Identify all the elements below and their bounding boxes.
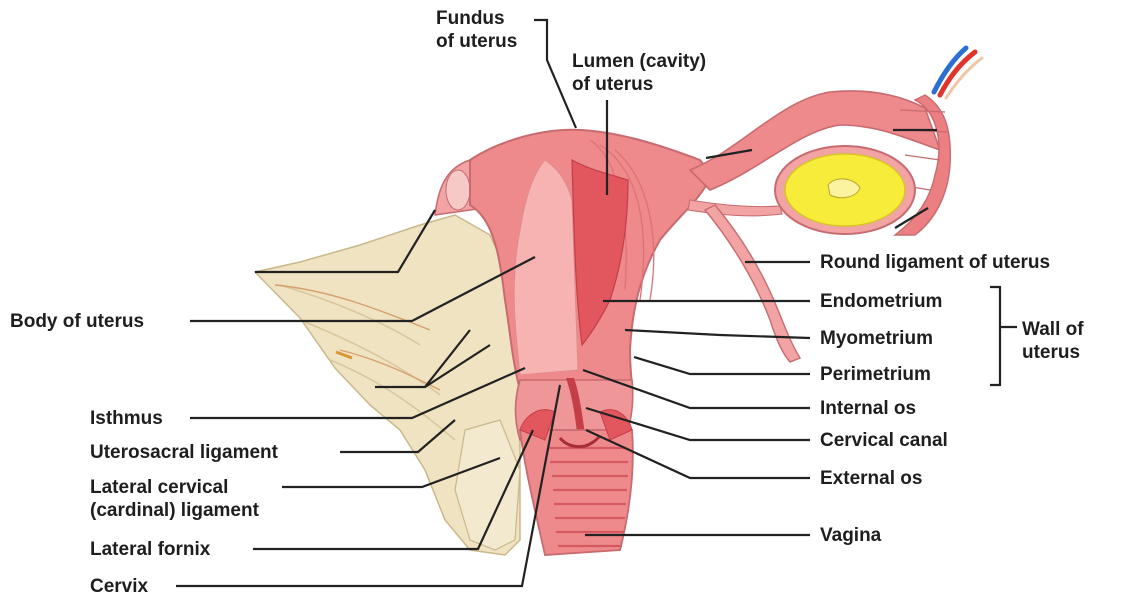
leader-perimetrium	[634, 357, 810, 374]
label-lumen: Lumen (cavity) of uterus	[572, 50, 706, 96]
leader-fundus	[534, 20, 576, 128]
round-ligament	[705, 205, 800, 362]
label-internal-os: Internal os	[820, 397, 916, 420]
ovarian-ligament	[688, 200, 782, 216]
label-body-of-uterus: Body of uterus	[10, 310, 144, 333]
label-round-ligament: Round ligament of uterus	[820, 251, 1050, 274]
label-lumen-line1: Lumen (cavity)	[572, 50, 706, 73]
label-lateral-cervical-ligament: Lateral cervical (cardinal) ligament	[90, 476, 259, 522]
label-cervical-canal: Cervical canal	[820, 429, 948, 452]
ovarian-vein	[934, 48, 966, 92]
label-wall-line1: Wall of	[1022, 318, 1084, 341]
label-perimetrium: Perimetrium	[820, 363, 931, 386]
wall-bracket	[990, 287, 1017, 385]
label-myometrium: Myometrium	[820, 327, 933, 350]
label-lateral-fornix: Lateral fornix	[90, 538, 210, 561]
label-uterosacral-ligament: Uterosacral ligament	[90, 441, 278, 464]
label-wall-of-uterus: Wall of uterus	[1022, 318, 1084, 364]
left-tube-lumen	[446, 170, 470, 210]
label-vagina: Vagina	[820, 524, 881, 547]
label-endometrium: Endometrium	[820, 290, 942, 313]
label-fundus-line2: of uterus	[436, 30, 517, 53]
label-lateral-cervical-line1: Lateral cervical	[90, 476, 259, 499]
label-wall-line2: uterus	[1022, 341, 1084, 364]
label-lateral-cervical-line2: (cardinal) ligament	[90, 499, 259, 522]
label-external-os: External os	[820, 467, 922, 490]
label-isthmus: Isthmus	[90, 407, 163, 430]
label-lumen-line2: of uterus	[572, 73, 706, 96]
label-cervix: Cervix	[90, 575, 148, 598]
label-fundus-line1: Fundus	[436, 7, 517, 30]
label-fundus: Fundus of uterus	[436, 7, 517, 53]
